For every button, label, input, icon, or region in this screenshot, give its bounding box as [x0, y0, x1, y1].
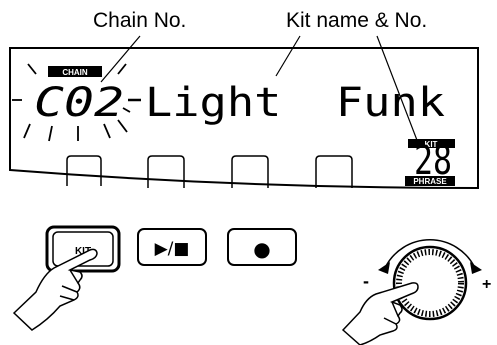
pad-3[interactable] [231, 155, 269, 188]
play-stop-button[interactable]: ▶/■ [137, 228, 207, 266]
value-dial[interactable] [378, 239, 482, 321]
kit-badge [408, 139, 455, 148]
kit-badge-label: KIT [425, 140, 438, 149]
play-stop-icon: ▶/■ [155, 239, 190, 259]
record-button[interactable]: ● [227, 228, 297, 266]
chain-badge-label: CHAIN [62, 68, 88, 77]
record-icon: ● [253, 237, 270, 261]
kit-name-readout: Light Funk [145, 80, 445, 126]
chain-leader-line [100, 35, 141, 83]
chain-badge [48, 66, 102, 77]
phrase-badge-label: PHRASE [413, 177, 447, 186]
pointing-hand-icon [12, 248, 98, 331]
dial-plus-label: + [482, 276, 491, 293]
kit-name-callout: Kit name & No. [286, 9, 427, 32]
kit-name-leader-line [275, 35, 301, 77]
pad-2[interactable] [147, 155, 185, 188]
lcd-display-frame [9, 47, 479, 190]
kit-button-label: KIT [75, 246, 91, 257]
chain-number-callout: Chain No. [93, 9, 186, 32]
kit-button[interactable]: KIT [45, 225, 121, 273]
turning-hand-icon [341, 282, 419, 345]
pad-4[interactable] [315, 155, 353, 188]
kit-number-leader-line [376, 35, 421, 149]
dial-minus-label: - [363, 271, 369, 291]
phrase-badge [405, 176, 455, 186]
pad-1[interactable] [66, 155, 102, 186]
chain-blink-rays [12, 63, 131, 142]
chain-number-readout: C02 [34, 80, 124, 126]
